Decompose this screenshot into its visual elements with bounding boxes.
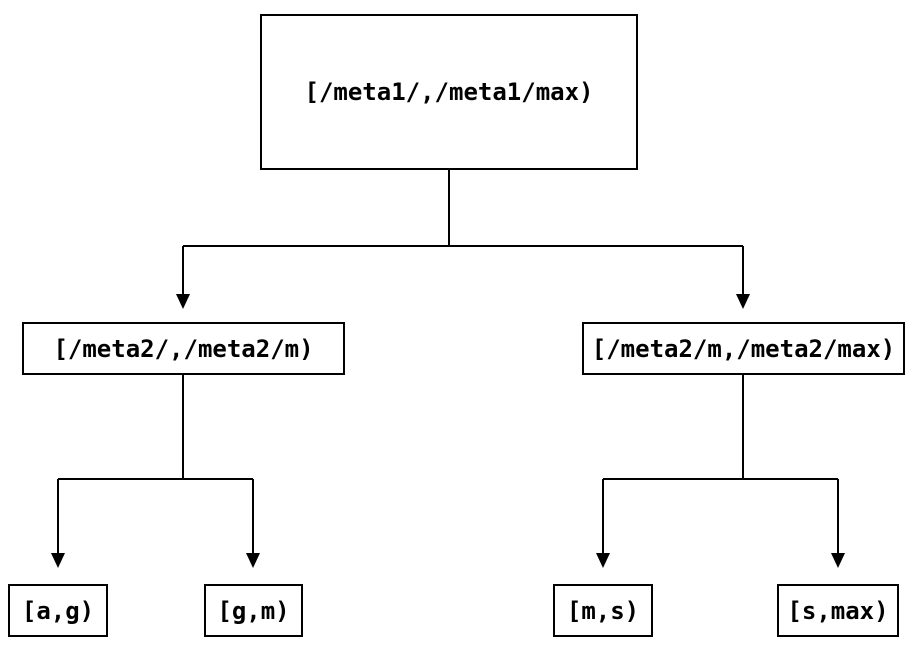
- arrowhead-down-icon: [831, 553, 845, 568]
- leaf-node-s-max: [s,max): [777, 584, 899, 637]
- node-label: [m,s): [566, 596, 640, 625]
- arrowhead-down-icon: [176, 294, 190, 309]
- node-label: [/meta2/m,/meta2/max): [591, 334, 896, 363]
- edge-left-to-children: [57, 374, 254, 553]
- arrowhead-down-icon: [246, 553, 260, 568]
- leaf-node-a-g: [a,g): [8, 584, 108, 637]
- node-label: [/meta1/,/meta1/max): [304, 78, 594, 106]
- edge-root-to-children: [182, 170, 744, 294]
- edge-right-to-children: [602, 374, 839, 553]
- node-label: [g,m): [217, 596, 290, 625]
- arrowhead-down-icon: [596, 553, 610, 568]
- node-label: [a,g): [21, 596, 95, 625]
- tree-node-meta2-left: [/meta2/,/meta2/m): [22, 322, 345, 375]
- leaf-node-m-s: [m,s): [553, 584, 653, 637]
- arrowhead-down-icon: [51, 553, 65, 568]
- node-label: [s,max): [787, 596, 889, 625]
- tree-node-root: [/meta1/,/meta1/max): [260, 14, 638, 170]
- node-label: [/meta2/,/meta2/m): [53, 334, 314, 363]
- tree-node-meta2-right: [/meta2/m,/meta2/max): [582, 322, 905, 375]
- arrowhead-down-icon: [736, 294, 750, 309]
- leaf-node-g-m: [g,m): [204, 584, 303, 637]
